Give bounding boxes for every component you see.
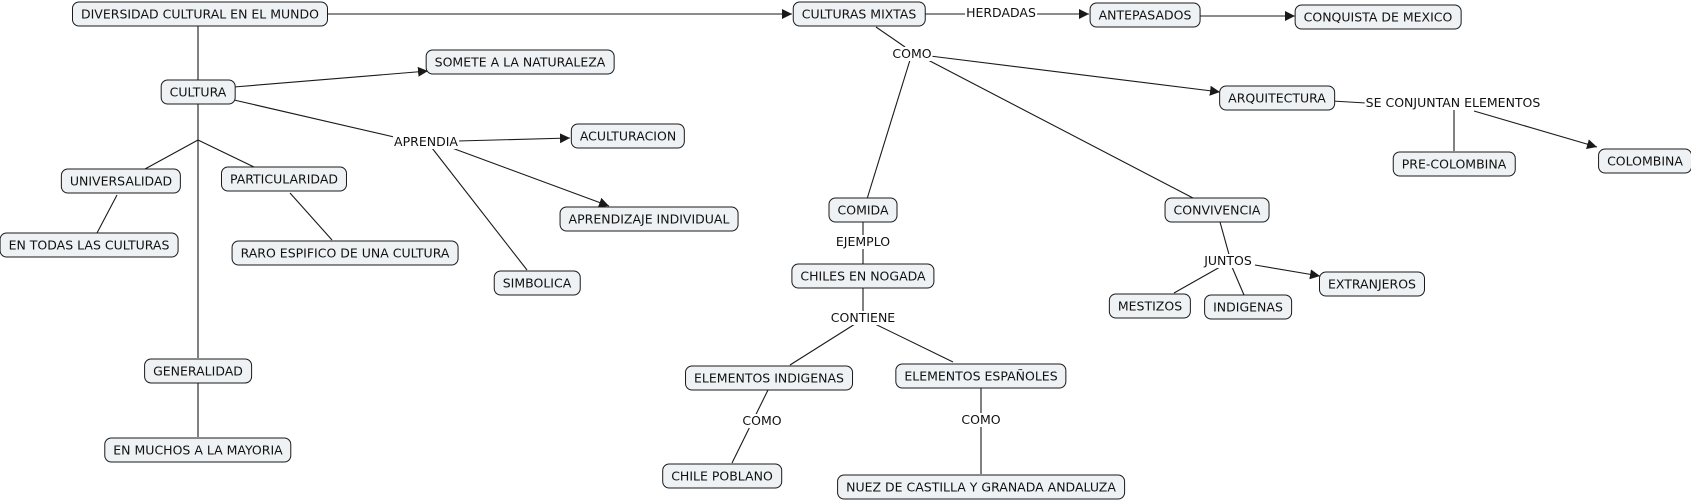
node-particularidad[interactable]: PARTICULARIDAD xyxy=(220,166,348,192)
node-cultura[interactable]: CULTURA xyxy=(160,79,236,105)
link-aprendia-aprendizaje xyxy=(451,147,610,208)
node-diversidad-cultural[interactable]: DIVERSIDAD CULTURAL EN EL MUNDO xyxy=(71,1,329,27)
node-generalidad[interactable]: GENERALIDAD xyxy=(144,358,252,384)
link-juntos-extranjeros xyxy=(1254,264,1321,280)
node-simbolica[interactable]: SIMBOLICA xyxy=(493,270,581,296)
node-elementos-espanoles[interactable]: ELEMENTOS ESPAÑOLES xyxy=(895,363,1067,389)
node-colombina[interactable]: COLOMBINA xyxy=(1598,148,1691,174)
node-aculturacion[interactable]: ACULTURACION xyxy=(570,123,686,149)
node-nuez-de-castilla[interactable]: NUEZ DE CASTILLA Y GRANADA ANDALUZA xyxy=(837,474,1125,500)
link-label-como-espanoles: COMO xyxy=(960,412,1002,427)
node-aprendizaje-individual[interactable]: APRENDIZAJE INDIVIDUAL xyxy=(559,206,739,232)
link-como-comida xyxy=(866,59,911,200)
node-en-todas-las-culturas[interactable]: EN TODAS LAS CULTURAS xyxy=(0,232,179,258)
link-cultura-particularidad xyxy=(197,139,257,169)
node-en-muchos-a-la-mayoria[interactable]: EN MUCHOS A LA MAYORIA xyxy=(104,437,292,463)
node-arquitectura[interactable]: ARQUITECTURA xyxy=(1219,85,1335,111)
node-chile-poblano[interactable]: CHILE POBLANO xyxy=(662,463,782,489)
node-raro-especifico[interactable]: RARO ESPIFICO DE UNA CULTURA xyxy=(231,240,459,266)
node-convivencia[interactable]: CONVIVENCIA xyxy=(1164,197,1270,223)
node-mestizos[interactable]: MESTIZOS xyxy=(1108,293,1192,319)
link-contiene-indigenas xyxy=(789,323,856,366)
node-chiles-en-nogada[interactable]: CHILES EN NOGADA xyxy=(791,263,935,289)
link-juntos-indigenas xyxy=(1231,266,1245,296)
node-conquista-de-mexico[interactable]: CONQUISTA DE MEXICO xyxy=(1294,4,1462,30)
node-elementos-indigenas[interactable]: ELEMENTOS INDIGENAS xyxy=(685,365,853,391)
link-label-como-indigenas: COMO xyxy=(741,413,783,428)
node-somete-a-la-naturaleza[interactable]: SOMETE A LA NATURALEZA xyxy=(425,49,615,75)
link-arquitectura-seconjuntan xyxy=(1331,100,1367,104)
link-cultura-aprendia xyxy=(233,99,395,138)
node-pre-colombina[interactable]: PRE-COLOMBINA xyxy=(1392,151,1516,177)
link-como-arquitectura xyxy=(929,55,1221,96)
link-seconjuntan-colombina xyxy=(1473,110,1598,149)
link-mixtas-como xyxy=(875,26,906,48)
link-juntos-mestizos xyxy=(1173,266,1221,294)
node-indigenas[interactable]: INDIGENAS xyxy=(1204,294,1292,320)
link-label-se-conjuntan-elementos: SE CONJUNTAN ELEMENTOS xyxy=(1364,95,1542,110)
link-label-juntos: JUNTOS xyxy=(1203,253,1253,268)
link-universalidad-todas xyxy=(96,194,118,234)
link-label-contiene: CONTIENE xyxy=(829,310,897,325)
link-label-aprendia: APRENDIA xyxy=(393,134,459,149)
node-antepasados[interactable]: ANTEPASADOS xyxy=(1089,2,1201,28)
link-como-convivencia xyxy=(927,59,1194,199)
node-extranjeros[interactable]: EXTRANJEROS xyxy=(1318,271,1426,297)
node-comida[interactable]: COMIDA xyxy=(828,197,898,223)
link-aprendia-aculturacion xyxy=(457,133,571,144)
link-label-como: COMO xyxy=(891,46,933,61)
link-contiene-espanoles xyxy=(874,323,954,363)
link-label-herdadas: HERDADAS xyxy=(965,5,1037,20)
node-universalidad[interactable]: UNIVERSALIDAD xyxy=(60,168,182,194)
node-culturas-mixtas[interactable]: CULTURAS MIXTAS xyxy=(792,1,926,27)
link-particularidad-raro xyxy=(289,192,333,241)
link-cultura-universalidad xyxy=(144,139,199,170)
link-cultura-somete xyxy=(233,66,429,88)
link-convivencia-juntos xyxy=(1219,221,1231,259)
link-aprendia-simbolica xyxy=(431,147,528,271)
link-label-ejemplo: EJEMPLO xyxy=(834,234,892,249)
